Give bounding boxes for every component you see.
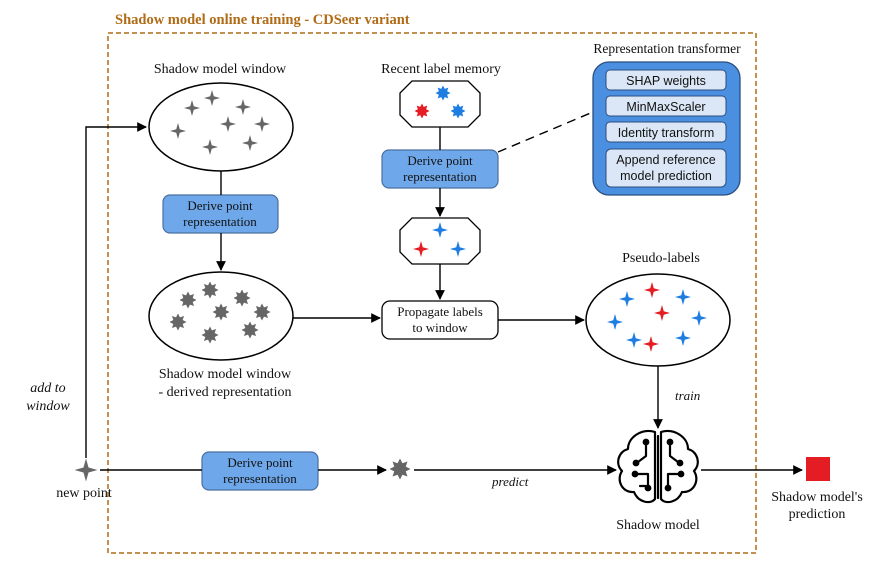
edge-label-add-line1: add to — [30, 381, 65, 396]
prediction-square-icon — [806, 457, 830, 481]
derived-new-point-icon — [389, 458, 411, 480]
new-point-icon — [74, 458, 98, 482]
rep-item-append — [605, 148, 727, 188]
propagate-line1: Propagate labels — [397, 304, 483, 319]
propagate-line2: to window — [412, 320, 468, 335]
rep-item-identity — [605, 121, 727, 143]
shadow-model-label: Shadow model — [616, 518, 700, 533]
shadow-window-label: Shadow model window — [154, 62, 287, 77]
derive-bottom-line1: Derive point — [227, 455, 293, 470]
derive-bottom-line2: representation — [223, 471, 297, 486]
derive-top-line2: representation — [403, 169, 477, 184]
rep-item-append-line2: model prediction — [620, 169, 712, 183]
derive-top-line1: Derive point — [407, 153, 473, 168]
prediction-line1: Shadow model's — [771, 490, 863, 505]
rep-item-minmax-label: MinMaxScaler — [626, 100, 705, 114]
edge-label-predict: predict — [491, 474, 529, 489]
derive-left-line1: Derive point — [187, 198, 253, 213]
edge-label-train: train — [675, 388, 700, 403]
shadow-window-ellipse — [148, 82, 294, 172]
rep-item-shap — [605, 69, 727, 91]
recent-memory-octagon — [399, 80, 481, 128]
recent-memory-label: Recent label memory — [381, 62, 501, 77]
derive-bottom-box — [201, 451, 319, 491]
new-point-label: new point — [56, 486, 112, 501]
rep-item-minmax — [605, 95, 727, 117]
connectors — [85, 111, 803, 475]
rep-item-shap-label: SHAP weights — [626, 74, 706, 88]
edge-label-add-line2: window — [26, 399, 70, 414]
frame-border — [107, 32, 757, 554]
pseudo-labels-label: Pseudo-labels — [622, 251, 700, 266]
frame-title: Shadow model online training - CDSeer va… — [115, 12, 410, 28]
derive-left-line2: representation — [183, 214, 257, 229]
prediction-line2: prediction — [789, 507, 846, 522]
rep-transformer-title: Representation transformer — [593, 41, 741, 56]
dashed-derive-to-transformer — [497, 111, 594, 153]
pseudo-labels-ellipse — [585, 273, 731, 367]
derived-window-line2: - derived representation — [159, 385, 292, 400]
rep-item-append-line1: Append reference — [616, 153, 715, 167]
arrow-new-point-to-window — [85, 122, 147, 458]
brain-circuit-icon — [617, 429, 699, 504]
derived-window-line1: Shadow model window — [159, 367, 292, 382]
rep-item-identity-label: Identity transform — [618, 126, 715, 140]
